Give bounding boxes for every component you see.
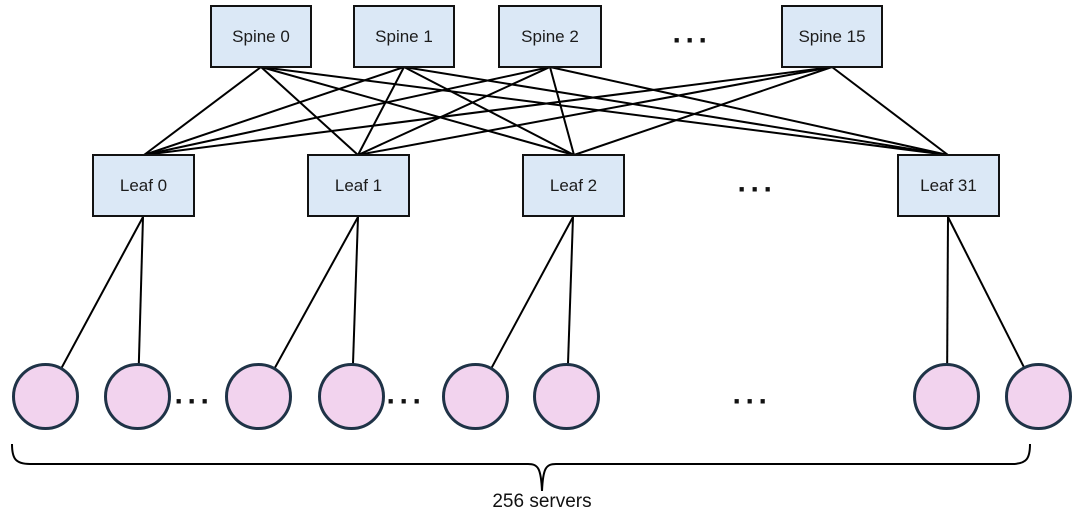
link-line [260,66,949,156]
leaf-server-links [47,216,1038,394]
server-node-1 [104,363,171,430]
link-line [831,66,949,156]
leaf-node-2-label: Leaf 2 [549,175,598,195]
link-line [357,66,833,156]
server-node-4 [442,363,509,430]
link-line [549,66,949,156]
link-line [549,66,575,156]
spine-node-15: Spine 15 [781,5,883,68]
server-node-6 [913,363,980,430]
spine-node-15-label: Spine 15 [798,26,866,46]
link-line [573,66,833,156]
leaf-node-2: Leaf 2 [522,154,625,217]
server-node-2 [225,363,292,430]
servers-brace [11,443,1031,492]
leaf-node-31-label: Leaf 31 [920,175,977,195]
server-row-ellipsis-center: ··· [732,385,772,418]
spine-leaf-links [143,66,949,156]
link-line [947,216,1038,394]
link-line [260,66,575,156]
spine-row-ellipsis: ··· [672,24,712,57]
link-line [260,66,359,156]
link-line [357,66,405,156]
servers-count-label: 256 servers [492,491,592,512]
leaf-node-0-label: Leaf 0 [119,175,168,195]
leaf-node-1: Leaf 1 [307,154,410,217]
leaf-node-0: Leaf 0 [92,154,195,217]
spine-node-1: Spine 1 [353,5,455,68]
link-line [357,66,551,156]
spine-node-2: Spine 2 [498,5,602,68]
link-line [143,66,262,156]
server-row-ellipsis-left: ··· [174,385,214,418]
server-node-3 [318,363,385,430]
link-line [143,66,405,156]
link-line [403,66,949,156]
spine-node-2-label: Spine 2 [521,26,579,46]
leaf-row-ellipsis: ··· [737,173,777,206]
spine-node-1-label: Spine 1 [375,26,433,46]
link-line [143,66,833,156]
link-line [477,216,574,394]
server-row-ellipsis-mid-left: ··· [386,385,426,418]
server-node-0 [12,363,79,430]
leaf-node-31: Leaf 31 [897,154,1000,217]
leaf-node-1-label: Leaf 1 [334,175,383,195]
spine-node-0-label: Spine 0 [232,26,290,46]
server-node-5 [533,363,600,430]
link-line [47,216,144,394]
link-line [260,216,359,394]
link-line [143,66,551,156]
server-node-7 [1005,363,1072,430]
spine-node-0: Spine 0 [210,5,312,68]
